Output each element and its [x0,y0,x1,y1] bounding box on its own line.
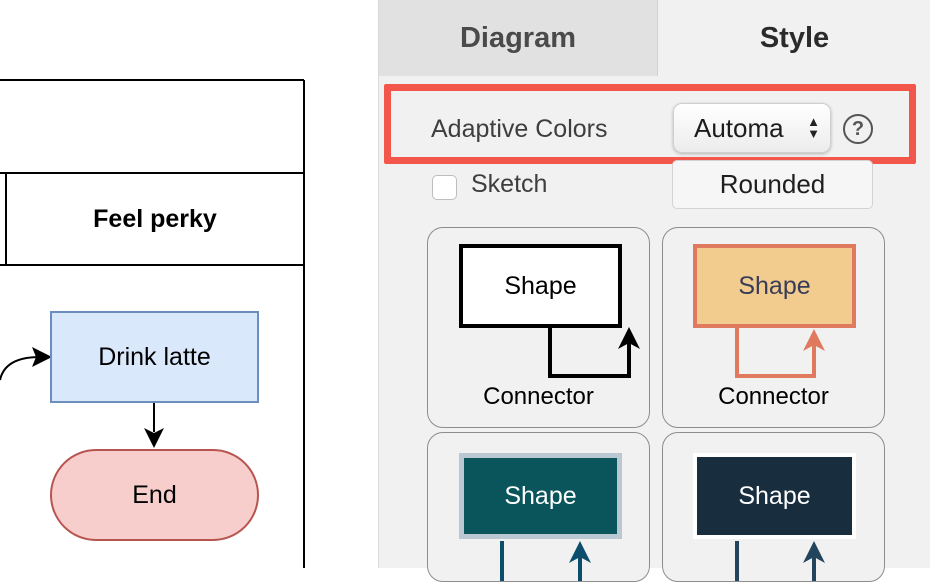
style-shape-3: Shape [459,453,622,539]
format-panel: Diagram Style Adaptive Colors Automatic … [378,0,930,582]
sketch-checkbox[interactable] [432,175,457,200]
highlight-box [384,84,916,164]
rounded-button[interactable]: Rounded [672,160,873,209]
lane-header-feel-perky[interactable]: Feel perky [93,205,217,233]
style-card-1[interactable]: Shape Connector [427,227,650,428]
style-card-2[interactable]: Shape Connector [662,227,885,428]
select-arrows-icon: ▲▼ [807,114,820,141]
adaptive-colors-value: Automatic [694,112,784,143]
adaptive-colors-select[interactable]: Automatic ▲▼ [673,103,831,153]
style-card-4[interactable]: Shape [662,432,885,582]
connector-loop-1 [548,327,640,378]
connector-loop-2 [735,328,825,378]
adaptive-colors-label: Adaptive Colors [431,115,608,143]
style-shape-4: Shape [693,453,856,539]
sketch-label: Sketch [471,170,548,198]
end-node[interactable]: End [50,449,259,541]
tab-style[interactable]: Style [658,0,930,76]
connector-label-1: Connector [483,383,594,410]
style-shape-1: Shape [459,244,622,328]
style-shape-2: Shape [693,244,856,328]
canvas-lines [0,79,305,568]
help-icon[interactable]: ? [843,114,873,144]
drink-latte-node[interactable]: Drink latte [50,311,259,403]
connector-label-2: Connector [718,383,829,410]
tab-diagram[interactable]: Diagram [379,0,658,76]
style-card-3[interactable]: Shape [427,432,650,582]
diagram-canvas[interactable]: Feel perky Drink latte End [0,0,378,568]
